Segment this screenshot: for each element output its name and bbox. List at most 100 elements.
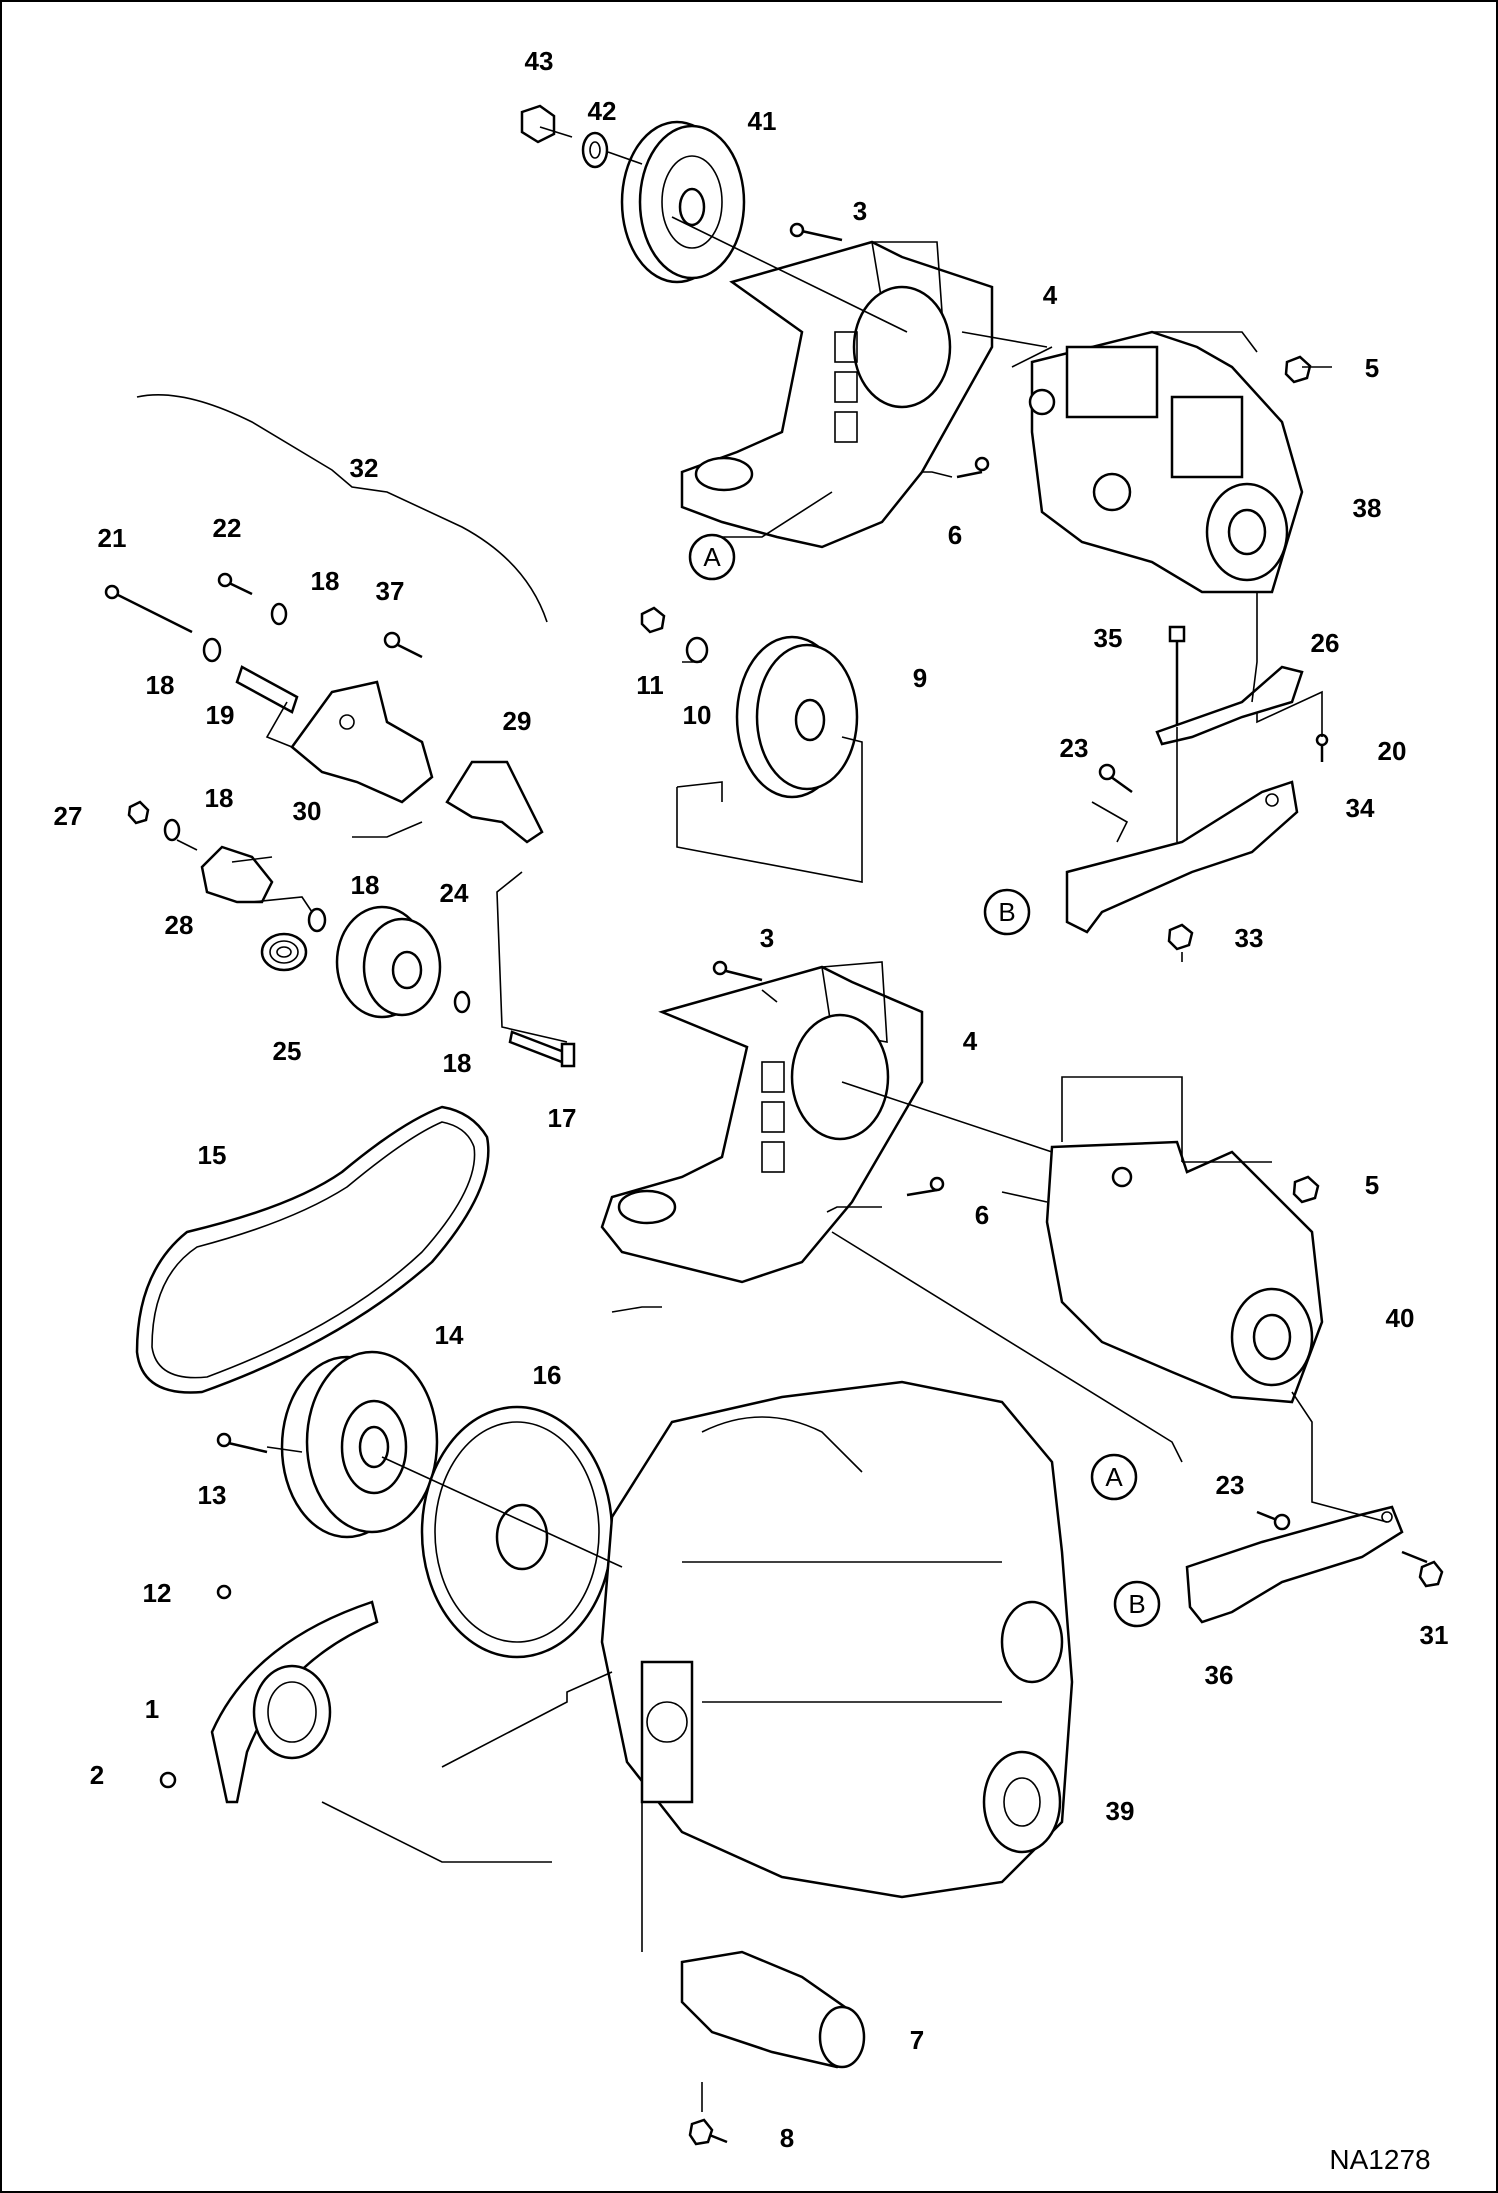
bracket-group-32 — [136, 394, 548, 623]
label-18-c: 18 — [205, 783, 234, 813]
label-6-upper: 6 — [948, 520, 962, 550]
callout-b-lower-label: B — [1128, 1589, 1145, 1619]
bolt-31 — [1401, 1550, 1444, 1588]
callout-a-lower: A — [1090, 1453, 1138, 1501]
nut-43 — [520, 104, 556, 144]
callout-b-upper-label: B — [998, 897, 1015, 927]
drive-belt-15 — [135, 1105, 490, 1394]
callout-a-lower-label: A — [1105, 1462, 1123, 1492]
label-5-lower: 5 — [1365, 1170, 1379, 1200]
label-21: 21 — [98, 523, 127, 553]
nut-27 — [127, 800, 150, 825]
starter-motor-7 — [680, 1950, 866, 2069]
reference-code: NA1278 — [1329, 2144, 1430, 2175]
label-18-a: 18 — [311, 566, 340, 596]
idler-pulley-24 — [335, 905, 442, 1019]
label-43: 43 — [525, 46, 554, 76]
label-36: 36 — [1205, 1660, 1234, 1690]
label-33: 33 — [1235, 923, 1264, 953]
label-39: 39 — [1106, 1796, 1135, 1826]
callout-b-upper: B — [983, 888, 1031, 936]
leader-lines — [176, 126, 1388, 2112]
label-12: 12 — [143, 1578, 172, 1608]
label-26: 26 — [1311, 628, 1340, 658]
tensioner-hub-28 — [200, 845, 274, 904]
label-30: 30 — [293, 796, 322, 826]
mount-36 — [1185, 1505, 1404, 1624]
bolt-13 — [216, 1432, 268, 1454]
bolt-3-upper — [789, 222, 843, 242]
label-18-e: 18 — [443, 1048, 472, 1078]
label-1: 1 — [145, 1694, 159, 1724]
label-14: 14 — [435, 1320, 464, 1350]
label-24: 24 — [440, 878, 469, 908]
bolt-23-upper — [1098, 763, 1133, 794]
label-6-lower: 6 — [975, 1200, 989, 1230]
callout-a-upper: A — [688, 533, 736, 581]
bolt-8 — [688, 2118, 728, 2146]
screw-2 — [159, 1771, 177, 1789]
label-11: 11 — [636, 670, 664, 700]
pulley-41 — [620, 120, 746, 284]
label-35: 35 — [1094, 623, 1123, 653]
mount-34 — [1065, 780, 1299, 934]
label-5-upper: 5 — [1365, 353, 1379, 383]
label-23-upper: 23 — [1060, 733, 1089, 763]
spring-25 — [260, 932, 308, 972]
bolt-3-lower — [712, 960, 763, 982]
label-18-d: 18 — [351, 870, 380, 900]
washer-18-a — [270, 602, 288, 626]
spacer-19 — [235, 665, 299, 714]
label-3-lower: 3 — [760, 923, 774, 953]
label-37: 37 — [376, 576, 405, 606]
label-17: 17 — [548, 1103, 577, 1133]
label-31: 31 — [1420, 1620, 1449, 1650]
pulley-9 — [735, 635, 859, 799]
tensioner-plate-30 — [290, 680, 434, 804]
washer-18-d — [307, 907, 327, 933]
washer-18-c — [163, 818, 181, 842]
label-38: 38 — [1353, 493, 1382, 523]
label-18-b: 18 — [146, 670, 175, 700]
bolt-21 — [104, 584, 193, 634]
label-25: 25 — [273, 1036, 302, 1066]
nut-5-upper — [1284, 355, 1312, 384]
label-20: 20 — [1378, 736, 1407, 766]
label-22: 22 — [213, 513, 242, 543]
washer-18-b — [202, 637, 222, 663]
washer-18-e — [453, 990, 471, 1014]
label-3-upper: 3 — [853, 196, 867, 226]
bracket-26 — [1155, 665, 1304, 746]
label-34: 34 — [1346, 793, 1375, 823]
nut-5-lower — [1292, 1175, 1320, 1204]
callout-a-upper-label: A — [703, 542, 721, 572]
bolt-17 — [508, 1030, 576, 1068]
crank-pulley-14 — [280, 1350, 439, 1539]
nut-11 — [640, 606, 666, 634]
bolt-20 — [1315, 733, 1329, 762]
label-10: 10 — [683, 700, 712, 730]
label-27: 27 — [54, 801, 83, 831]
label-16: 16 — [533, 1360, 562, 1390]
hydrostatic-pump-38 — [1028, 330, 1304, 594]
label-41: 41 — [748, 106, 777, 136]
tensioner-arm-29 — [445, 760, 544, 844]
part-labels: 43 42 41 3 4 5 38 6 32 21 22 18 37 18 19… — [54, 46, 1449, 2153]
washer-10 — [685, 636, 709, 664]
hydrostatic-pump-40 — [1045, 1076, 1324, 1404]
nut-33 — [1167, 923, 1194, 951]
label-42: 42 — [588, 96, 617, 126]
label-32: 32 — [350, 453, 379, 483]
bolt-6-upper — [956, 456, 990, 479]
label-40: 40 — [1386, 1303, 1415, 1333]
engine-39 — [600, 1380, 1074, 1899]
label-7: 7 — [910, 2025, 924, 2055]
label-2: 2 — [90, 1760, 104, 1790]
label-4-lower: 4 — [963, 1026, 978, 1056]
bolt-6-lower — [906, 1176, 945, 1197]
bolt-35 — [1168, 625, 1186, 727]
screw-12 — [216, 1584, 232, 1600]
label-28: 28 — [165, 910, 194, 940]
